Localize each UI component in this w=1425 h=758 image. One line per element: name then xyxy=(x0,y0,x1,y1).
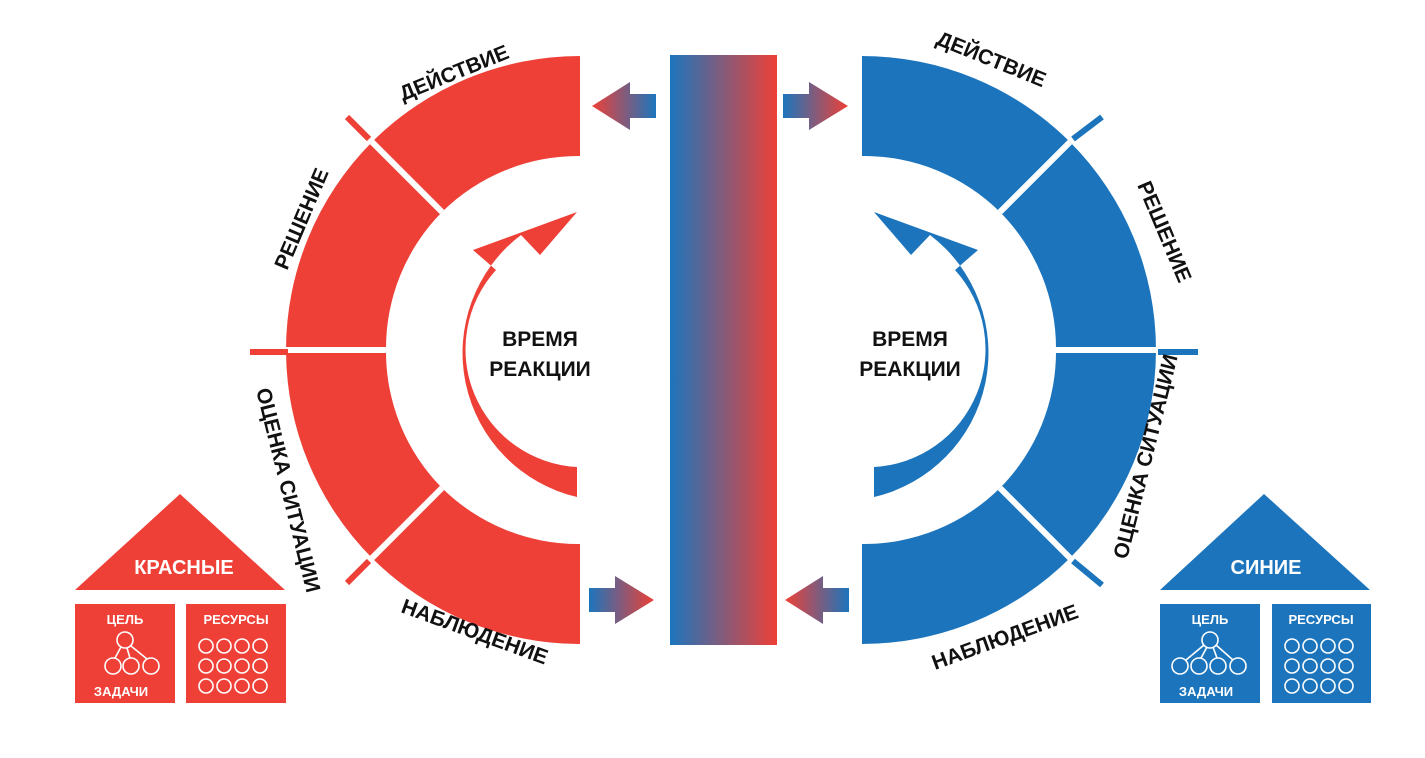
interaction-gradient-bar xyxy=(670,55,777,645)
blue-center-line2: РЕАКЦИИ xyxy=(859,358,961,381)
arrow-bar-to-blue-bottom xyxy=(785,576,849,624)
blue-ring-decision-segment xyxy=(1000,142,1156,350)
red-ring-decision-segment xyxy=(286,142,442,350)
arrow-red-to-bar-bottom xyxy=(589,576,654,624)
red-ring-action-segment xyxy=(372,56,580,212)
blue-ring-separators xyxy=(997,139,1156,561)
blue-side: ДЕЙСТВИЕ РЕШЕНИЕ ОЦЕНКА СИТУАЦИИ НАБЛЮДЕ… xyxy=(859,26,1198,675)
red-side: ДЕЙСТВИЕ РЕШЕНИЕ ОЦЕНКА СИТУАЦИИ НАБЛЮДЕ… xyxy=(250,40,591,669)
red-team-title: КРАСНЫЕ xyxy=(134,557,234,579)
arrow-blue-to-bar-top xyxy=(783,82,848,130)
blue-tasks-label: ЗАДАЧИ xyxy=(1179,684,1233,699)
red-resources-icon xyxy=(198,638,268,694)
red-resources-label: РЕСУРСЫ xyxy=(203,612,268,627)
blue-ring-observation-segment xyxy=(862,488,1070,644)
red-goal-box xyxy=(75,604,175,703)
blue-goal-tree-icon xyxy=(1171,631,1247,675)
blue-ring-assessment-segment xyxy=(1000,350,1156,558)
red-ring-separators xyxy=(286,139,445,561)
red-goal-label: ЦЕЛЬ xyxy=(107,612,144,627)
blue-team-title: СИНИЕ xyxy=(1231,557,1302,579)
red-team-card: КРАСНЫЕ ЦЕЛЬ ЗАДАЧИ РЕСУРСЫ xyxy=(75,494,286,703)
red-tasks-label: ЗАДАЧИ xyxy=(94,684,148,699)
blue-tick-marks xyxy=(1071,114,1198,588)
blue-resources-label: РЕСУРСЫ xyxy=(1288,612,1353,627)
red-center-line2: РЕАКЦИИ xyxy=(489,358,591,381)
blue-goal-box xyxy=(1160,604,1260,703)
blue-resources-icon xyxy=(1284,638,1354,694)
blue-team-card: СИНИЕ ЦЕЛЬ ЗАДАЧИ РЕСУРСЫ xyxy=(1160,494,1371,703)
red-goal-tree-icon xyxy=(104,631,160,675)
blue-center-line1: ВРЕМЯ xyxy=(872,328,948,351)
blue-goal-label: ЦЕЛЬ xyxy=(1192,612,1229,627)
red-team-roof xyxy=(75,494,285,590)
red-resources-box xyxy=(186,604,286,703)
red-center-line1: ВРЕМЯ xyxy=(502,328,578,351)
red-ring-observation-segment xyxy=(372,488,580,644)
red-ring-assessment-segment xyxy=(286,350,442,558)
arrow-bar-to-red-top xyxy=(592,82,656,130)
red-tick-marks xyxy=(250,114,372,586)
blue-team-roof xyxy=(1160,494,1370,590)
red-cycle-arrow xyxy=(462,212,577,497)
blue-cycle-arrow xyxy=(874,212,989,497)
blue-ring-action-segment xyxy=(862,56,1070,212)
